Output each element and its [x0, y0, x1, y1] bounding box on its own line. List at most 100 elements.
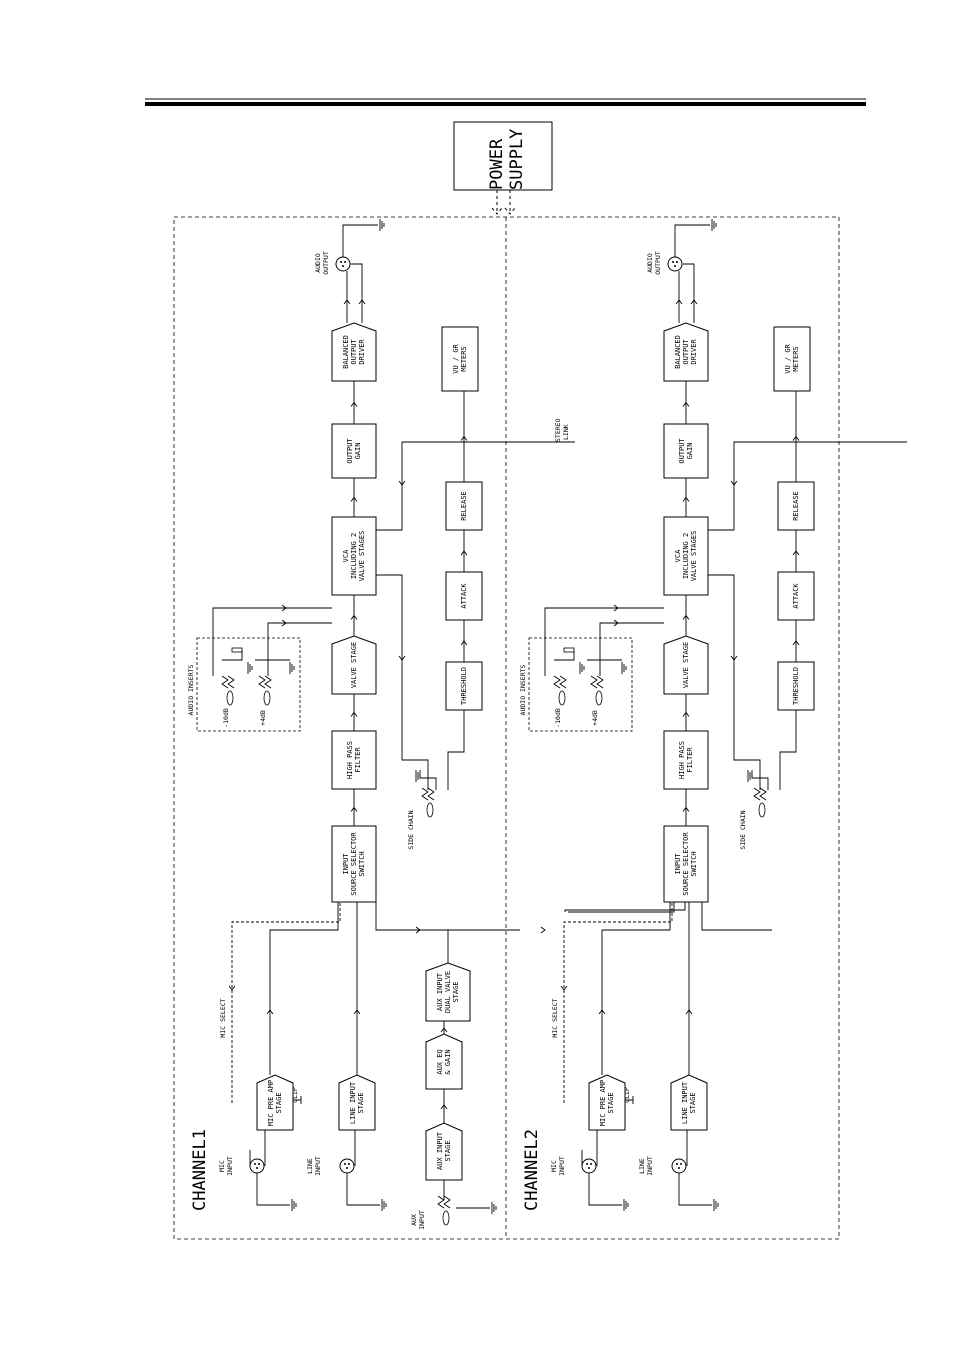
vu-gr-meters-label-1: VU / GR	[452, 343, 460, 373]
line-input-label-2: STAGE	[689, 1092, 697, 1113]
mic-input-connector	[581, 1158, 597, 1174]
line-input-label-2: INPUT	[314, 1156, 322, 1176]
balanced-output-driver-block	[663, 322, 709, 382]
input-source-selector-label-1: INPUT	[674, 853, 682, 875]
line-input-label-1: LINE INPUT	[349, 1081, 357, 1124]
release-block	[445, 481, 483, 531]
high-pass-filter-label-1: HIGH PASS	[346, 741, 354, 779]
high-pass-filter-label-1: HIGH PASS	[678, 741, 686, 779]
vu-gr-meters-label-2: METERS	[460, 346, 468, 371]
output-gain-block	[331, 423, 377, 479]
mic-input-label-1: MIC	[550, 1160, 558, 1172]
side-chain-jack	[753, 787, 767, 818]
aux-eq-gain-label-2: & GAIN	[444, 1049, 452, 1074]
insert-jack-minus10	[553, 675, 567, 706]
vu-gr-meters-label-1: VU / GR	[784, 343, 792, 373]
valve-stage-label-1: VALVE STAGE	[682, 642, 690, 688]
audio-output-label-2: OUTPUT	[322, 251, 330, 275]
audio-output-connector	[667, 256, 683, 272]
mic-pre-amp-label-2: STAGE	[275, 1092, 283, 1113]
aux-eq-gain-block	[425, 1033, 463, 1090]
mic-pre-amp-block	[588, 1074, 626, 1131]
vu-gr-meters-block	[773, 326, 811, 392]
aux-input-jack	[437, 1195, 451, 1226]
resistor-icon	[231, 647, 243, 653]
line-input-label-2: STAGE	[357, 1092, 365, 1113]
mic-pre-amp-label-2: STAGE	[607, 1092, 615, 1113]
aux-input-stage-label-1: AUX INPUT	[436, 1131, 444, 1170]
balanced-output-driver-label-1: BALANCED	[342, 335, 350, 369]
mic-input-label-2: INPUT	[226, 1156, 234, 1176]
vu-gr-meters-block	[441, 326, 479, 392]
mic-input-connector	[249, 1158, 265, 1174]
mic-select-label: MIC SELECT	[551, 998, 559, 1037]
insert-jack-plus4	[590, 675, 604, 706]
insert-jack-plus4	[258, 675, 272, 706]
input-source-selector-label-2: SOURCE SELECTOR	[682, 832, 690, 896]
power-supply-block: POWER SUPPLY	[453, 121, 553, 191]
vca-label-1: VCA	[674, 549, 682, 562]
audio-inserts-label: AUDIO INSERTS	[187, 664, 195, 715]
balanced-output-driver-label-2: OUTPUT	[682, 339, 690, 365]
minus10db-label: -10dB	[222, 708, 230, 728]
valve-stage-label-1: VALVE STAGE	[350, 642, 358, 688]
input-source-selector-block	[663, 825, 709, 903]
vca-label-2: INCLUDING 2	[350, 533, 358, 579]
side-chain-jack	[421, 787, 435, 818]
vca-label-3: VALVE STAGES	[690, 531, 698, 582]
aux-input-stage-label-2: STAGE	[444, 1140, 452, 1161]
threshold-label-1: THRESHOLD	[792, 667, 800, 705]
header-rule	[145, 98, 866, 106]
line-input-label-2: INPUT	[646, 1156, 654, 1176]
mic-pre-amp-block	[256, 1074, 294, 1131]
high-pass-filter-label-2: FILTER	[686, 747, 694, 773]
side-chain-label: SIDE CHAIN	[407, 810, 415, 849]
attack-block	[777, 571, 815, 621]
line-input-label-1: LINE	[638, 1158, 646, 1174]
mic-select-label: MIC SELECT	[219, 998, 227, 1037]
insert-jack-minus10	[221, 675, 235, 706]
vca-label-3: VALVE STAGES	[358, 531, 366, 582]
line-input-label-1: LINE	[306, 1158, 314, 1174]
enclosure	[173, 216, 840, 1240]
minus10db-label: -10dB	[554, 708, 562, 728]
plus4db-label: +4dB	[591, 710, 599, 726]
aux-dual-valve-block	[425, 962, 471, 1022]
release-label-1: RELEASE	[792, 491, 800, 521]
mic-input-label-2: INPUT	[558, 1156, 566, 1176]
valve-stage-block	[331, 635, 377, 695]
high-pass-filter-label-2: FILTER	[354, 747, 362, 773]
balanced-output-driver-label-3: DRIVER	[358, 339, 366, 365]
vca-label-1: VCA	[342, 549, 350, 562]
input-source-selector-label-1: INPUT	[342, 853, 350, 875]
aux-dual-valve-label-2: DUAL VALVE	[444, 971, 452, 1013]
audio-inserts-box	[196, 637, 301, 732]
line-input-label-1: LINE INPUT	[681, 1081, 689, 1124]
vca-block	[663, 516, 709, 596]
audio-inserts-box	[528, 637, 633, 732]
release-label-1: RELEASE	[460, 491, 468, 521]
aux-input-label-2: INPUT	[418, 1210, 426, 1230]
output-gain-label-1: OUTPUT	[346, 438, 354, 464]
output-gain-label-1: OUTPUT	[678, 438, 686, 464]
mic-pre-amp-label-1: MIC PRE AMP	[267, 1080, 275, 1126]
audio-output-label-1: AUDIO	[646, 253, 654, 273]
attack-label-1: ATTACK	[460, 583, 468, 609]
attack-block	[445, 571, 483, 621]
valve-stage-block	[663, 635, 709, 695]
line-input-block	[338, 1074, 376, 1131]
threshold-block	[777, 661, 815, 711]
balanced-output-driver-label-3: DRIVER	[690, 339, 698, 365]
high-pass-filter-block	[331, 730, 377, 790]
channel-title: CHANNEL1	[190, 1129, 210, 1211]
attack-label-1: ATTACK	[792, 583, 800, 609]
threshold-block	[445, 661, 483, 711]
balanced-output-driver-label-1: BALANCED	[674, 335, 682, 369]
mic-input-label-1: MIC	[218, 1160, 226, 1172]
aux-input-label-1: AUX	[410, 1214, 418, 1226]
output-gain-label-2: GAIN	[686, 443, 694, 460]
balanced-output-driver-block	[331, 322, 377, 382]
